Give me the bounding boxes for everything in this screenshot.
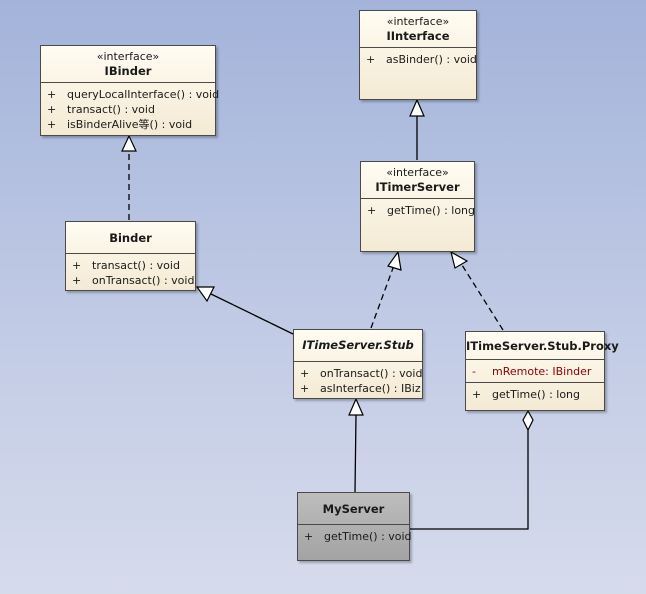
attributes-compartment: -mRemote: IBinder xyxy=(466,360,604,383)
class-name: ITimeServer.Stub.Proxy xyxy=(466,339,619,353)
class-itimerserver[interactable]: «interface» ITimerServer +getTime() : lo… xyxy=(360,161,475,252)
operations-compartment: +onTransact() : void +asInterface() : IB… xyxy=(294,362,422,398)
operations-compartment: +getTime() : void xyxy=(298,525,412,546)
class-header: ITimeServer.Stub.Proxy xyxy=(466,332,619,360)
operation-row: +getTime() : long xyxy=(472,388,581,401)
operation-row: +getTime() : long xyxy=(367,204,476,217)
operation-row: +transact() : void xyxy=(47,103,155,116)
operation-row: +transact() : void xyxy=(72,259,180,272)
class-name: IInterface xyxy=(386,29,450,43)
class-ibinder[interactable]: «interface» IBinder +queryLocalInterface… xyxy=(40,45,220,136)
stereotype-label: «interface» xyxy=(386,15,450,28)
class-name: Binder xyxy=(109,231,152,245)
attribute-row: -mRemote: IBinder xyxy=(472,365,592,378)
class-header: «interface» ITimerServer xyxy=(361,162,474,199)
operations-compartment: +getTime() : long xyxy=(466,383,604,404)
class-name: MyServer xyxy=(322,502,385,516)
class-header: MyServer xyxy=(298,493,409,525)
class-stub[interactable]: ITimeServer.Stub +onTransact() : void +a… xyxy=(293,329,423,399)
arrowhead-ibinder xyxy=(121,134,137,152)
class-myserver[interactable]: MyServer +getTime() : void xyxy=(297,492,412,561)
operation-row: +asInterface() : IBiz xyxy=(300,382,421,395)
operation-row: +getTime() : void xyxy=(304,530,412,543)
class-proxy[interactable]: ITimeServer.Stub.Proxy -mRemote: IBinder… xyxy=(465,331,619,411)
operations-compartment: +getTime() : long xyxy=(361,199,476,220)
class-header: Binder xyxy=(66,222,195,254)
generalization-stub-binder xyxy=(210,293,294,335)
arrowhead-itimerserver-left xyxy=(387,250,402,271)
class-header: «interface» IInterface xyxy=(360,11,476,48)
class-name: IBinder xyxy=(104,64,152,78)
arrowhead-itimerserver-right xyxy=(450,250,469,269)
generalization-myserver-stub xyxy=(354,414,357,493)
class-name: ITimeServer.Stub xyxy=(302,338,414,352)
class-binder[interactable]: Binder +transact() : void +onTransact() … xyxy=(65,221,196,291)
arrowhead-stub xyxy=(348,397,364,416)
aggregation-diamond xyxy=(522,409,534,432)
class-name: ITimerServer xyxy=(375,180,460,194)
operation-row: +queryLocalInterface() : void xyxy=(47,88,220,101)
stereotype-label: «interface» xyxy=(96,50,160,63)
aggregation-proxy-myserver xyxy=(410,430,529,530)
operations-compartment: +queryLocalInterface() : void +transact(… xyxy=(41,83,220,134)
realization-stub-itimerserver xyxy=(370,267,394,329)
class-header: «interface» IBinder xyxy=(41,46,215,83)
operation-row: +onTransact() : void xyxy=(72,274,195,287)
arrowhead-iinterface xyxy=(409,98,425,117)
arrowhead-binder xyxy=(195,286,215,303)
class-iinterface[interactable]: «interface» IInterface +asBinder() : voi… xyxy=(359,10,477,100)
realization-proxy-itimerserver xyxy=(461,264,504,331)
operation-row: +onTransact() : void xyxy=(300,367,423,380)
operation-row: +asBinder() : void xyxy=(366,53,477,66)
operation-row: +isBinderAlive等() : void xyxy=(47,118,193,131)
stereotype-label: «interface» xyxy=(386,166,449,179)
operations-compartment: +asBinder() : void xyxy=(360,48,477,69)
operations-compartment: +transact() : void +onTransact() : void xyxy=(66,254,195,290)
class-header: ITimeServer.Stub xyxy=(294,330,422,362)
